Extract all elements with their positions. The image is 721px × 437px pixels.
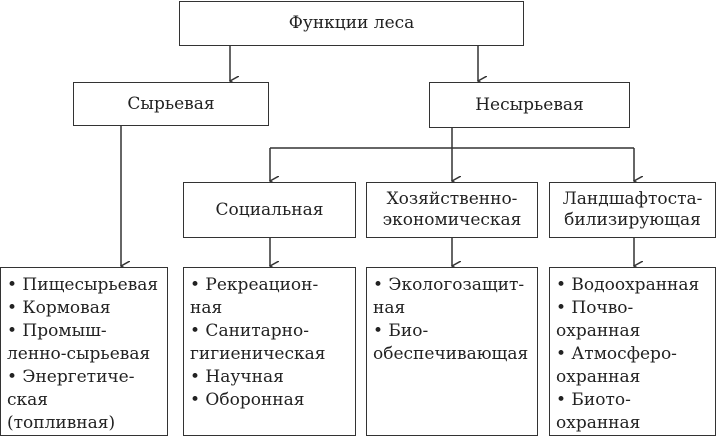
list-item: • Био- [373,321,429,341]
list-item: • Атмосферо- [556,344,677,364]
node-forest-functions: Функции леса [179,1,524,46]
node-raw: Сырьевая [73,82,269,126]
list-item: • Санитарно- [190,321,309,341]
list-item: ская [7,390,49,410]
node-economic-line1: Хозяйственно- [386,189,518,209]
node-landscape: Ландшафтоста- билизирующая [549,182,716,238]
list-landscape: • Водоохранная • Почво- охранная • Атмос… [549,267,716,436]
node-economic: Хозяйственно- экономическая [366,182,538,238]
list-item: • Водоохранная [556,275,700,295]
node-raw-label: Сырьевая [127,93,215,114]
list-item: охранная [556,413,641,433]
list-item: • Промыш- [7,321,107,341]
list-item: обеспечивающая [373,344,529,364]
list-item: охранная [556,321,641,341]
list-item: • Научная [190,367,284,387]
list-item: гигиеническая [190,344,326,364]
node-landscape-line2: билизирующая [564,210,701,230]
node-social-label: Социальная [215,199,324,220]
node-social: Социальная [183,182,356,238]
node-forest-functions-label: Функции леса [288,13,415,33]
list-item: • Энергетиче- [7,367,135,387]
node-landscape-line1: Ландшафтоста- [562,189,703,209]
list-item: • Рекреацион- [190,275,319,295]
list-economic: • Экологозащит- ная • Био- обеспечивающа… [366,267,538,436]
list-item: • Почво- [556,298,634,318]
list-item: ная [190,298,223,318]
list-item: (топливная) [7,413,116,433]
list-item: ленно-сырьевая [7,344,151,364]
list-item: охранная [556,367,641,387]
list-item: • Кормовая [7,298,111,318]
node-nonraw-label: Несырьевая [475,94,584,115]
list-item: • Пищесырьевая [7,275,159,295]
list-item: • Биото- [556,390,631,410]
node-economic-line2: экономическая [382,210,522,230]
list-social: • Рекреацион- ная • Санитарно- гигиениче… [183,267,356,436]
node-nonraw: Несырьевая [429,82,630,128]
list-item: • Оборонная [190,390,305,410]
list-item: • Экологозащит- [373,275,525,295]
list-raw: • Пищесырьевая • Кормовая • Промыш- ленн… [0,267,168,436]
list-item: ная [373,298,406,318]
